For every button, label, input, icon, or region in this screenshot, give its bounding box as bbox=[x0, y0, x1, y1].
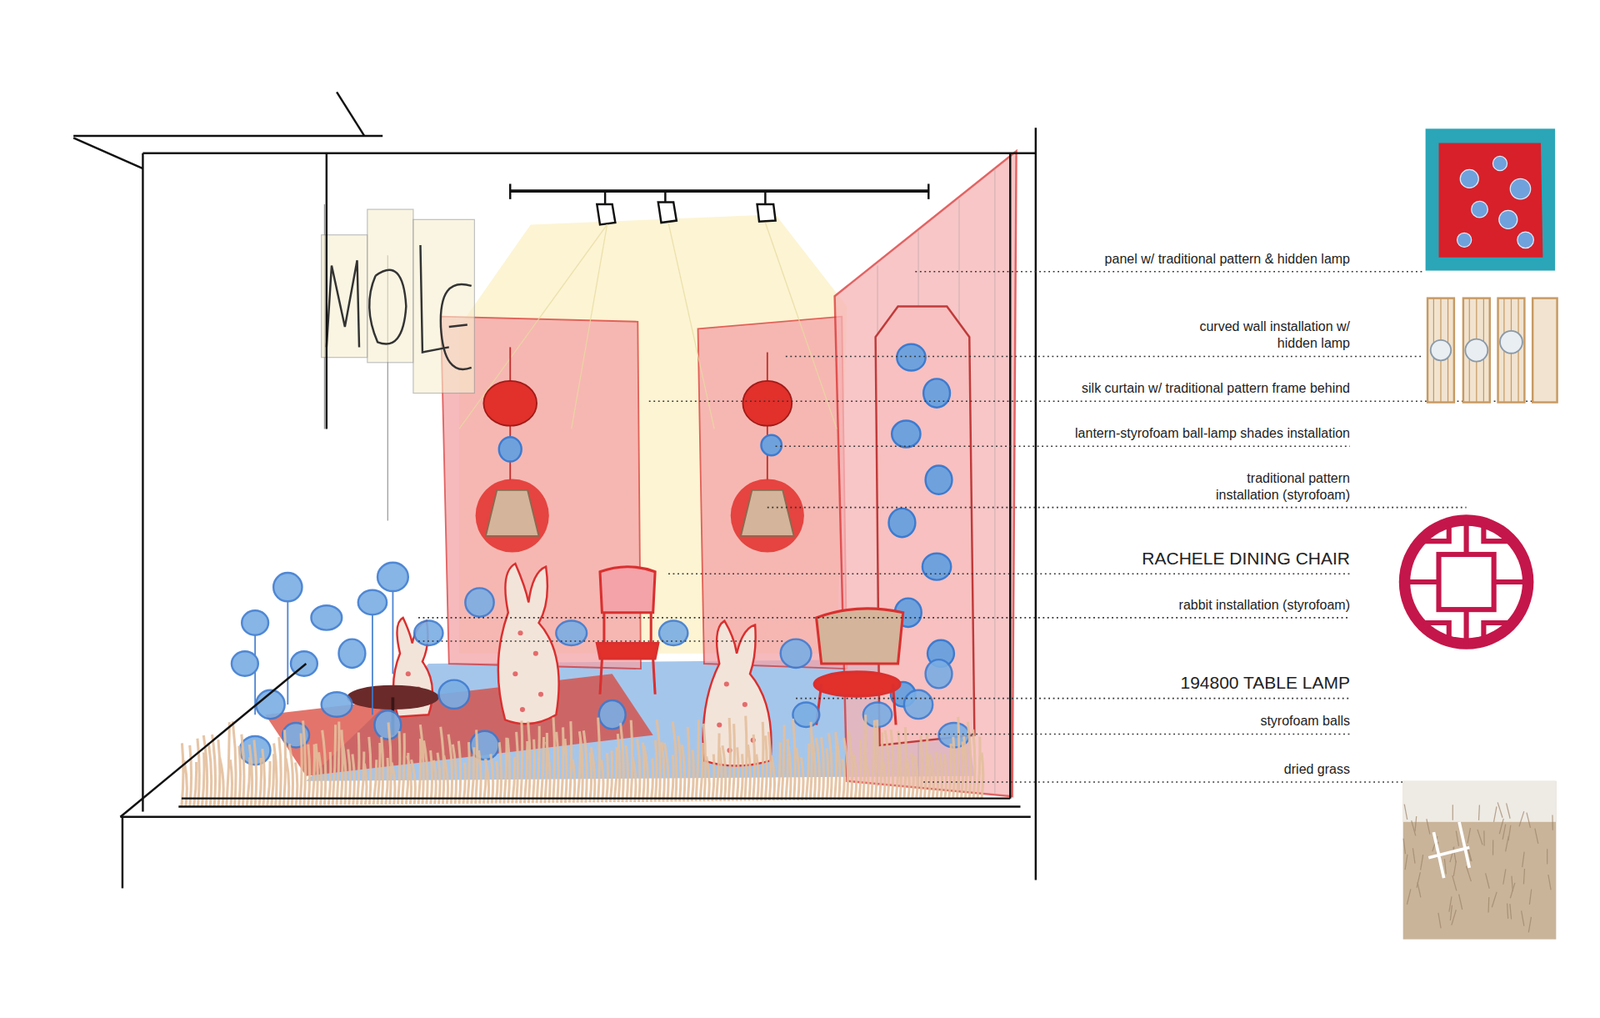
callout-label: RACHELE DINING CHAIR bbox=[1141, 547, 1350, 570]
callout-label: silk curtain w/ traditional pattern fram… bbox=[1081, 380, 1350, 397]
styrofoam-ball bbox=[231, 650, 259, 675]
grass-photo-blade bbox=[1420, 854, 1424, 870]
grass-photo-blade bbox=[1452, 875, 1457, 890]
grass-photo-blade bbox=[1444, 858, 1446, 874]
grass-photo-blade bbox=[1455, 830, 1459, 846]
grass-photo-blade bbox=[1522, 851, 1525, 867]
grass-photo-blade bbox=[1404, 804, 1407, 820]
callout-label: styrofoam balls bbox=[1260, 712, 1350, 730]
grass-photo-blade bbox=[1403, 838, 1405, 854]
grass-photo-blade bbox=[1405, 854, 1408, 870]
grass-photo-blade bbox=[1453, 860, 1456, 875]
grass-photo-blade bbox=[1503, 868, 1506, 884]
grass-photo-blade bbox=[1494, 805, 1497, 821]
callout-label: curved wall installation w/ hidden lamp bbox=[1191, 318, 1350, 352]
styrofoam-ball bbox=[321, 691, 353, 716]
grass-photo-blade bbox=[1483, 830, 1485, 845]
grass-photo-blade bbox=[1426, 818, 1430, 834]
grass-photo-blade bbox=[1546, 848, 1548, 864]
styrofoam-ball bbox=[241, 610, 269, 635]
callout-label: panel w/ traditional pattern & hidden la… bbox=[1105, 250, 1350, 268]
grass-photo-blade bbox=[1492, 839, 1494, 855]
callout-label: traditional pattern installation (styrof… bbox=[1183, 470, 1350, 504]
grass-photo-blade bbox=[1406, 888, 1410, 904]
grass-photo-blade bbox=[1438, 912, 1441, 928]
styrofoam-ball bbox=[904, 690, 933, 719]
grass-photo-blade bbox=[1521, 910, 1525, 925]
callout-label: lantern-styrofoam ball-lamp shades insta… bbox=[1075, 425, 1350, 442]
grass-photo-blade bbox=[1506, 802, 1511, 818]
grass-photo-blade bbox=[1551, 814, 1554, 830]
styrofoam-ball bbox=[439, 680, 470, 709]
callout-label: 194800 TABLE LAMP bbox=[1180, 671, 1350, 694]
grass-photo-blade bbox=[1478, 804, 1480, 820]
dried-grass bbox=[181, 714, 984, 806]
grass-photo-blade bbox=[1528, 916, 1531, 932]
grass-photo-blade bbox=[1505, 835, 1510, 851]
grass-photo-blade bbox=[1507, 903, 1509, 919]
styrofoam-ball bbox=[659, 620, 688, 645]
grass-photo-blade bbox=[1415, 815, 1417, 831]
styrofoam-ball bbox=[925, 659, 953, 688]
styrofoam-ball bbox=[339, 639, 366, 668]
grass-photo-blade bbox=[1510, 882, 1515, 898]
grass-photo-blade bbox=[1529, 889, 1531, 905]
styrofoam-ball bbox=[465, 587, 494, 616]
grass-photo-blade bbox=[1487, 896, 1490, 912]
styrofoam-ball bbox=[377, 562, 409, 591]
callout-label: dried grass bbox=[1284, 760, 1350, 778]
ball-stem bbox=[371, 602, 374, 715]
grass-photo-blade bbox=[1499, 818, 1504, 834]
styrofoam-ball bbox=[358, 590, 387, 615]
styrofoam-ball bbox=[310, 605, 342, 630]
grass-photo-blade bbox=[1523, 868, 1525, 884]
grass-photo-blade bbox=[1502, 824, 1506, 840]
ball-stem bbox=[286, 586, 289, 705]
grass-photo-blade bbox=[1459, 894, 1463, 910]
grass-photo-blade bbox=[1535, 828, 1539, 844]
grass-photo-blade bbox=[1477, 829, 1483, 845]
grass-photo-blade bbox=[1450, 905, 1452, 920]
grass-photo-blade bbox=[1449, 895, 1452, 911]
grass-photo-blade bbox=[1416, 871, 1420, 887]
callout-label: rabbit installation (styrofoam) bbox=[1179, 596, 1350, 614]
grass-photo-blade bbox=[1519, 810, 1525, 826]
grass-photo-blade bbox=[1485, 872, 1490, 888]
grass-photo-blade bbox=[1452, 804, 1454, 820]
grass-photo-blade bbox=[1548, 874, 1551, 890]
styrofoam-ball bbox=[273, 572, 302, 601]
grass-photo-blade bbox=[1467, 827, 1470, 843]
grass-photo-blade bbox=[1412, 847, 1415, 863]
grass-photo-blade bbox=[1451, 909, 1457, 925]
styrofoam-ball bbox=[792, 702, 820, 727]
grass-photo-blade bbox=[1508, 825, 1511, 840]
grass-photo-blade bbox=[1491, 891, 1497, 907]
grass-photo-blade bbox=[1510, 903, 1512, 919]
grass-photo-blade bbox=[1465, 865, 1471, 881]
styrofoam-ball bbox=[780, 639, 812, 668]
styrofoam-ball bbox=[255, 690, 285, 719]
grass-photo-blade bbox=[1497, 801, 1503, 817]
grass-photo-blade bbox=[1526, 812, 1531, 828]
